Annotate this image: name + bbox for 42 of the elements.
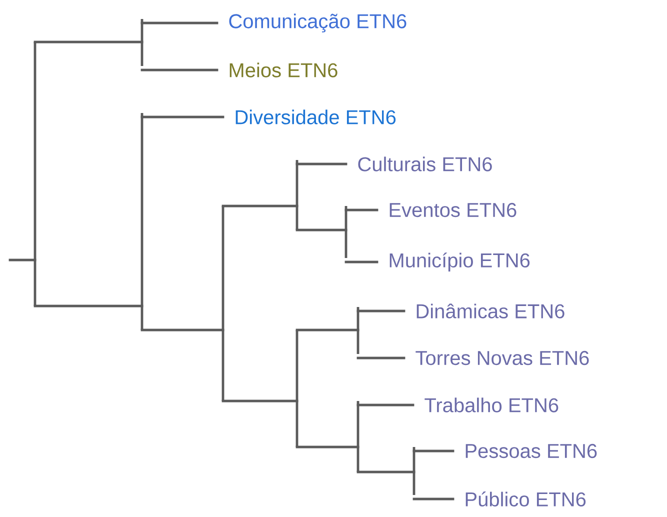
tree-line [140,116,224,118]
tree-line [296,162,348,166]
leaf-label: Dinâmicas ETN6 [416,304,564,318]
tree-line [296,228,348,232]
tree-line [412,498,454,500]
tree-line [296,328,360,332]
tree-line [412,450,454,452]
leaf-label: Meios ETN6 [230,62,338,78]
bracket-line [356,400,360,474]
bracket-line [296,328,298,448]
tree-line [8,258,36,262]
bracket-line [34,40,36,308]
leaf-label: Trabalho ETN6 [424,398,558,412]
tree-line [296,446,360,448]
tree-line [222,400,298,402]
leaf-label: Público ETN6 [466,492,586,506]
tree-line [344,260,378,264]
bracket-line [140,112,144,332]
leaf-label: Pessoas ETN6 [466,444,597,458]
tree-line [356,356,406,360]
tree-line [344,208,378,212]
tree-line [222,204,298,208]
bracket-line [296,158,298,232]
tree-line [140,22,218,24]
tree-line [356,310,406,312]
leaf-label: Culturais ETN6 [358,156,492,172]
tree-line [140,328,224,332]
bracket-line [222,204,224,402]
tree-line [356,404,414,406]
tree-line [140,68,218,72]
leaf-label: Diversidade ETN6 [236,110,396,124]
leaf-label: Comunicação ETN6 [229,14,406,32]
leaf-label: Eventos ETN6 [390,202,516,218]
leaf-label: Torres Novas ETN6 [416,350,589,366]
tree-line [34,304,144,308]
bracket-line [356,306,360,356]
bracket-line [140,18,144,68]
leaf-label: Município ETN6 [390,252,530,272]
tree-line [356,470,416,474]
bracket-line [412,446,416,496]
tree-line [34,40,144,44]
bracket-line [344,204,348,260]
